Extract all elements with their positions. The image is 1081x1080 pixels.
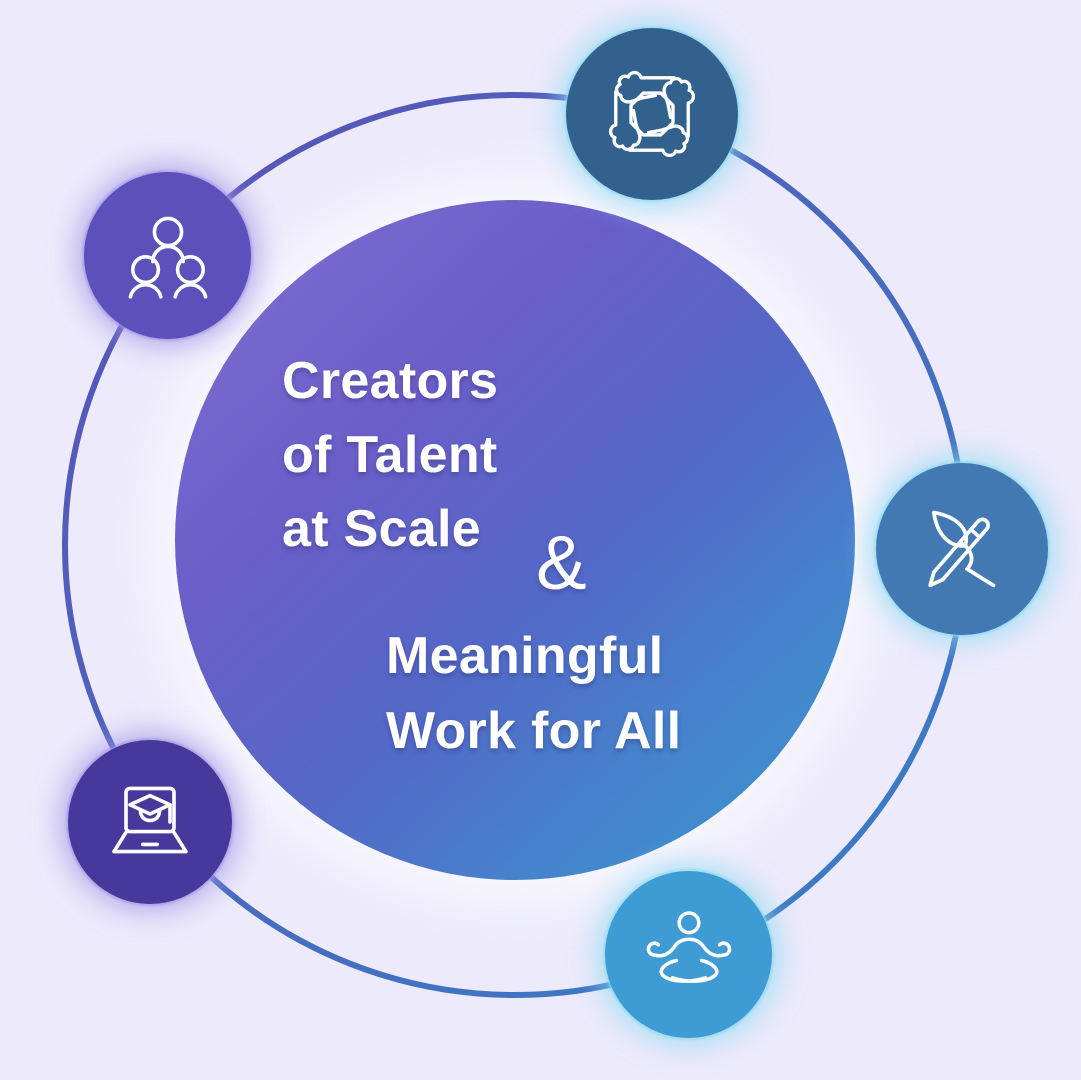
meditation-icon (646, 910, 731, 983)
center-title-line: of Talent (282, 426, 498, 484)
team-hands-icon (608, 70, 696, 158)
satellite-people-group (84, 172, 251, 339)
center-title-line: Creators (282, 352, 499, 410)
ampersand-text: & (536, 521, 587, 606)
satellite-teamwork (566, 28, 738, 200)
center-title: Creators of Talent at Scale (282, 344, 498, 566)
satellite-e-learning (68, 740, 232, 904)
center-subtitle: Meaningful Work for All (386, 619, 681, 769)
center-subtitle-line: Meaningful (386, 627, 664, 685)
satellite-wellbeing (605, 871, 772, 1038)
laptop-graduation-icon (112, 786, 188, 854)
satellite-creative-writing (876, 463, 1048, 635)
central-circle (175, 200, 855, 880)
people-group-icon (128, 216, 207, 299)
center-subtitle-line: Work for All (386, 702, 682, 760)
center-title-line: at Scale (282, 500, 481, 558)
pencil-leaf-icon (928, 510, 996, 588)
